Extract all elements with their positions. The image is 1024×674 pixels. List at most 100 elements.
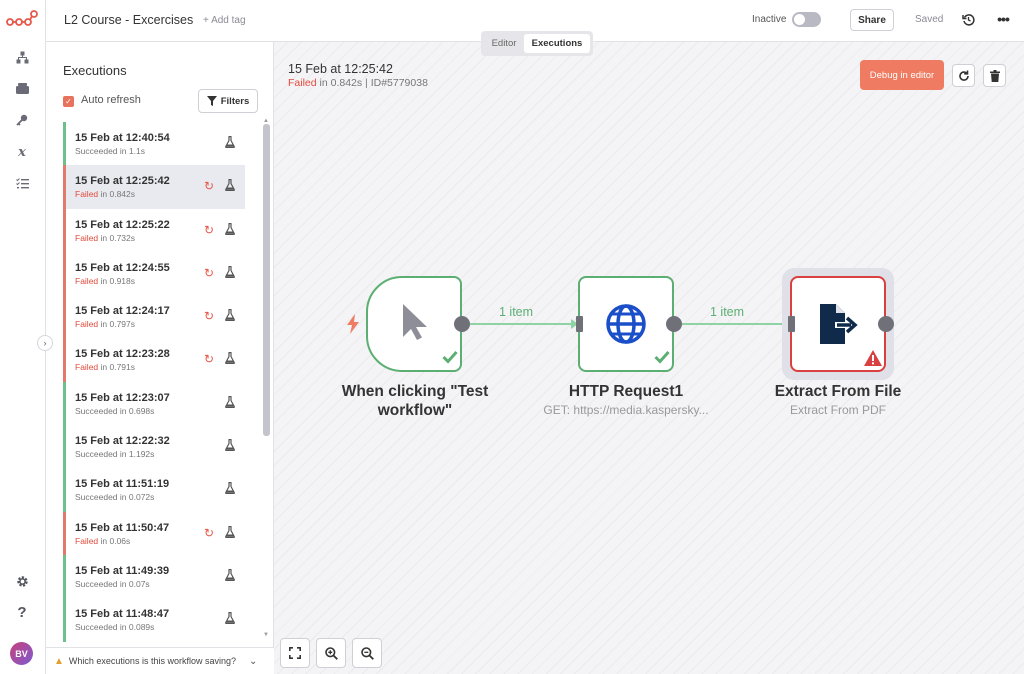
auto-refresh-checkbox[interactable]: ✓ — [63, 96, 74, 107]
execution-item-date: 15 Feb at 12:24:17 — [75, 305, 170, 318]
execution-item-date: 15 Feb at 12:25:22 — [75, 218, 170, 231]
flask-icon[interactable] — [225, 309, 235, 322]
flask-icon[interactable] — [225, 222, 235, 235]
variables-icon[interactable]: x — [18, 144, 26, 160]
saved-status: Saved — [915, 14, 944, 25]
workflows-icon[interactable] — [9, 44, 35, 70]
globe-icon — [606, 304, 646, 344]
node-http-request[interactable] — [578, 276, 674, 372]
output-handle[interactable] — [666, 316, 682, 332]
execution-item-status-label: Failed — [75, 189, 99, 200]
execution-item-status: Failed in 0.791s — [75, 362, 245, 372]
input-handle[interactable] — [788, 316, 795, 332]
more-options-icon[interactable]: ••• — [997, 11, 1010, 27]
execution-item-status: Succeeded in 0.072s — [75, 492, 245, 502]
active-toggle[interactable] — [792, 12, 821, 27]
auto-refresh-label[interactable]: Auto refresh — [81, 94, 141, 106]
execution-item-status: Failed in 0.797s — [75, 319, 245, 329]
execution-item-date: 15 Feb at 12:22:32 — [75, 435, 170, 448]
retry-icon — [958, 70, 969, 81]
execution-item-status-label: Succeeded — [75, 449, 118, 460]
zoom-to-fit-button[interactable] — [280, 638, 310, 668]
workflow-name[interactable]: L2 Course - Excercises — [64, 13, 194, 27]
execution-item-date: 15 Feb at 12:23:07 — [75, 391, 170, 404]
tab-editor[interactable]: Editor — [491, 38, 517, 49]
flask-icon[interactable] — [225, 482, 235, 495]
toggle-knob — [794, 14, 805, 25]
tab-executions[interactable]: Executions — [524, 34, 590, 53]
execution-item-status-label: Succeeded — [75, 492, 118, 503]
output-handle[interactable] — [454, 316, 470, 332]
flask-icon[interactable] — [225, 612, 235, 625]
flask-icon[interactable] — [225, 136, 235, 148]
add-tag-button[interactable]: + Add tag — [203, 15, 246, 26]
flask-icon[interactable] — [225, 352, 235, 365]
n8n-logo[interactable] — [6, 9, 38, 31]
scroll-down-icon[interactable]: ▼ — [263, 632, 269, 638]
execution-item-status-label: Succeeded — [75, 405, 118, 416]
node-label-http: HTTP Request1 — [568, 383, 684, 400]
flask-icon[interactable] — [225, 439, 235, 452]
output-handle[interactable] — [878, 316, 894, 332]
flask-icon[interactable] — [225, 265, 235, 278]
help-icon[interactable]: ? — [17, 603, 27, 621]
node-extract-from-file[interactable] — [790, 276, 886, 372]
execution-item-status-label: Succeeded — [75, 146, 118, 156]
execution-item-status: Succeeded in 0.698s — [75, 406, 245, 416]
executions-icon[interactable] — [9, 170, 35, 196]
file-export-icon — [820, 304, 858, 344]
retry-icon[interactable]: ↻ — [204, 179, 215, 194]
execution-item-status: Succeeded in 0.089s — [75, 622, 245, 632]
templates-icon[interactable] — [9, 75, 35, 101]
flask-icon[interactable] — [225, 525, 235, 538]
filters-label: Filters — [220, 95, 250, 107]
retry-icon[interactable]: ↻ — [204, 352, 215, 367]
filter-icon — [206, 96, 217, 106]
retry-icon[interactable]: ↻ — [204, 525, 215, 540]
workflow-canvas[interactable]: 15 Feb at 12:25:42 Failed in 0.842s | ID… — [274, 42, 1024, 674]
zoom-out-button[interactable] — [352, 638, 382, 668]
filters-button[interactable]: Filters — [198, 89, 258, 113]
executions-panel: Executions ✓ Auto refresh Filters 15 Feb… — [46, 42, 274, 674]
execution-date: 15 Feb at 12:25:42 — [288, 62, 393, 76]
retry-icon[interactable]: ↻ — [204, 265, 215, 280]
node-manual-trigger[interactable] — [366, 276, 462, 372]
flask-icon[interactable] — [225, 395, 235, 408]
execution-item-status: Succeeded in 1.192s — [75, 449, 245, 459]
input-handle[interactable] — [576, 316, 583, 332]
history-icon[interactable] — [960, 11, 976, 27]
execution-item-status-label: Failed — [75, 232, 99, 243]
debug-in-editor-button[interactable]: Debug in editor — [860, 60, 944, 90]
credentials-icon[interactable] — [9, 107, 35, 133]
delete-execution-button[interactable] — [983, 64, 1006, 87]
scroll-up-icon[interactable]: ▲ — [263, 118, 269, 124]
flask-icon[interactable] — [225, 179, 235, 192]
retry-icon[interactable]: ↻ — [204, 309, 215, 324]
execution-item-status: Failed in 0.842s — [75, 189, 245, 199]
list-scrollbar[interactable] — [263, 124, 270, 436]
retry-execution-button[interactable] — [952, 64, 975, 87]
execution-item-status-label: Failed — [75, 275, 99, 286]
settings-icon[interactable] — [9, 568, 35, 594]
share-button[interactable]: Share — [850, 9, 894, 31]
flask-icon[interactable] — [225, 568, 235, 581]
retry-icon[interactable]: ↻ — [204, 222, 215, 237]
panel-title: Executions — [63, 63, 127, 78]
saving-settings-bar[interactable]: ▲ Which executions is this workflow savi… — [46, 647, 274, 674]
zoom-in-button[interactable] — [316, 638, 346, 668]
collapse-sidebar-icon[interactable]: › — [37, 335, 53, 351]
avatar[interactable]: BV — [10, 642, 33, 665]
